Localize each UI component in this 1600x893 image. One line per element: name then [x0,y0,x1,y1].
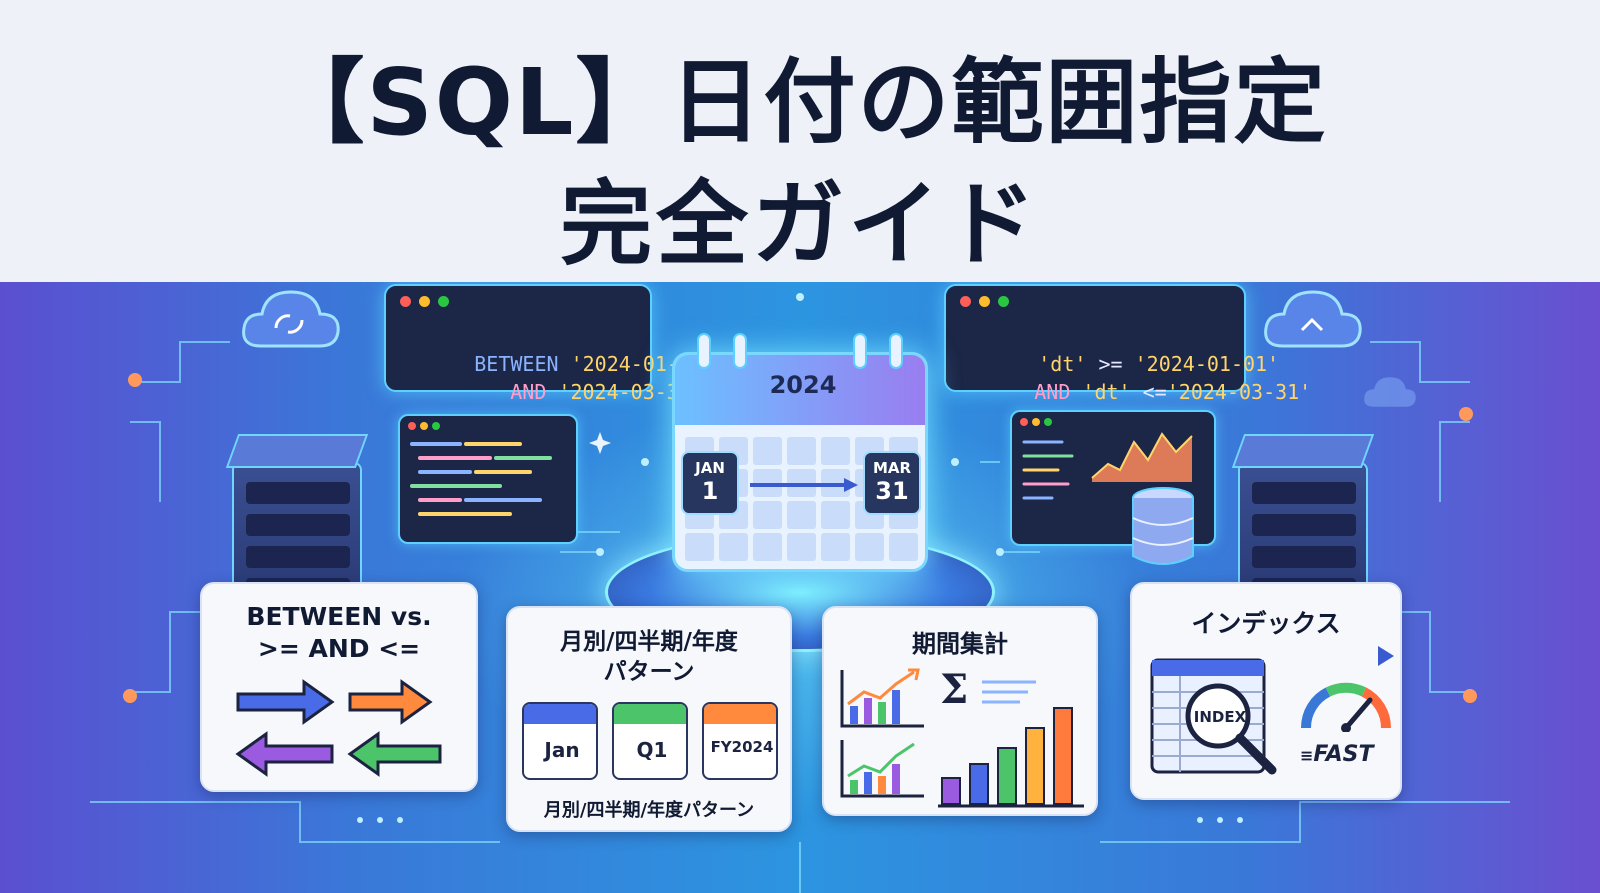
code-keyword: BETWEEN [474,352,559,376]
range-arrow-icon [750,478,858,492]
server-top [1231,434,1375,468]
calendar-label-quarter: Q1 [636,738,668,762]
code-bubble-between: BETWEEN '2024-01-01' AND '2024-03-31' [384,284,715,404]
card-between-vs: BETWEEN vs. >= AND <= [200,582,478,792]
card-title-line2: >= AND <= [257,634,421,663]
calendar-day-cell [821,437,850,465]
code-bubble-comparison: 'dt' >= '2024-01-01' AND 'dt' <='2024-03… [944,284,1311,404]
calendar-bar [524,704,596,724]
code-operator: >= [1098,352,1123,376]
calendar-rings [697,333,903,369]
page-title-line2: 完全ガイド [559,171,1040,278]
end-day: 31 [875,477,909,505]
calendar-month-icon: Jan [522,702,598,780]
index-label: INDEX [1193,708,1247,726]
card-period-patterns: 月別/四半期/年度 パターン Jan Q1 FY2024 月別/四半期/年度パタ… [506,606,792,832]
calendar-day-cell [787,437,816,465]
illustration-scene: BETWEEN '2024-01-01' AND '2024-03-31' 'd… [0,282,1600,893]
calendar-label-month: Jan [544,738,580,762]
window-dots [400,296,449,307]
calendar-day-cell [821,501,850,529]
sigma-icon: Σ [940,666,969,713]
code-editor-panel-left [398,414,578,544]
start-date-chip: JAN 1 [681,451,739,515]
line-chart-up-icon [840,668,924,728]
card-title-line1: BETWEEN vs. [246,602,432,631]
calendar-header: 2024 [675,355,925,425]
code-keyword: AND [510,380,547,404]
close-dot-icon [400,296,411,307]
fast-label: ≡FAST [1300,742,1390,767]
card-period-aggregation: 期間集計 Σ [822,606,1098,816]
fast-text: FAST [1313,742,1374,767]
calendar-day-cell [855,533,884,561]
card-caption: 月別/四半期/年度パターン [543,800,755,821]
code-keyword: AND [1034,380,1071,404]
calendar-day-cell [787,501,816,529]
start-month: JAN [695,459,725,477]
code-line-2: AND 'dt' <='2024-03-31' [962,356,1311,428]
code-column: 'dt' [1038,352,1087,376]
card-title: 期間集計 [912,630,1008,658]
page-title-line1: 【SQL】日付の範囲指定 [272,49,1328,156]
card-index: インデックス INDEX ≡FAST [1130,582,1402,800]
server-slot [246,514,350,536]
swap-arrows-icon [235,679,442,777]
area-chart-graphic [1020,418,1193,500]
minimize-dot-icon [419,296,430,307]
card-title-line1: 月別/四半期/年度 [560,629,738,655]
card-title: インデックス [1191,609,1341,638]
line-chart-growth-icon [840,740,924,798]
server-slot [246,546,350,568]
code-lines-graphic [408,422,552,516]
title-banner: 【SQL】日付の範囲指定 完全ガイド [0,0,1600,282]
server-slot [1252,514,1356,536]
index-magnifier-icon [1150,658,1277,775]
maximize-dot-icon [438,296,449,307]
calendar-day-cell [685,533,714,561]
calendar-label-fiscal-year: FY2024 [710,738,774,756]
start-day: 1 [701,477,719,505]
small-cloud-icon [1364,377,1416,407]
close-dot-icon [960,296,971,307]
fast-arrow-icon [1308,646,1394,666]
cloud-upload-icon [1264,290,1362,348]
code-line-1: 'dt' >= '2024-01-01' [966,328,1279,400]
code-column: 'dt' [1082,380,1131,404]
code-string: '2024-03-31' [1166,380,1312,404]
calendar-day-cell [753,501,782,529]
card-title-line2: パターン [603,659,695,685]
bar-chart-icon [938,707,1084,808]
calendar-year: 2024 [769,371,837,399]
calendar-bar [704,704,776,724]
code-operator: <= [1142,380,1167,404]
calendar-day-cell [889,533,918,561]
speedometer-icon [1300,682,1392,732]
end-date-chip: MAR 31 [863,451,921,515]
calendar-day-cell [821,533,850,561]
server-slot [1252,546,1356,568]
minimize-dot-icon [979,296,990,307]
maximize-dot-icon [998,296,1009,307]
calendar-day-cell [787,533,816,561]
calendar-2024: 2024 JAN 1 MAR 31 [672,352,928,572]
window-dots [960,296,1009,307]
calendar-day-cell [753,437,782,465]
server-slot [1252,482,1356,504]
server-top [225,434,369,468]
end-month: MAR [872,459,912,477]
circuit-lines [90,293,1510,893]
code-string: '2024-01-01' [1134,352,1280,376]
speed-lines-icon: ≡ [1300,746,1314,765]
database-icon [1132,487,1194,565]
calendar-quarter-icon: Q1 [612,702,688,780]
server-slot [246,482,350,504]
calendar-day-cell [753,533,782,561]
cloud-sync-icon [242,290,340,348]
text-lines-icon [982,680,1036,704]
calendar-bar [614,704,686,724]
calendar-day-cell [719,533,748,561]
calendar-fiscal-year-icon: FY2024 [702,702,778,780]
